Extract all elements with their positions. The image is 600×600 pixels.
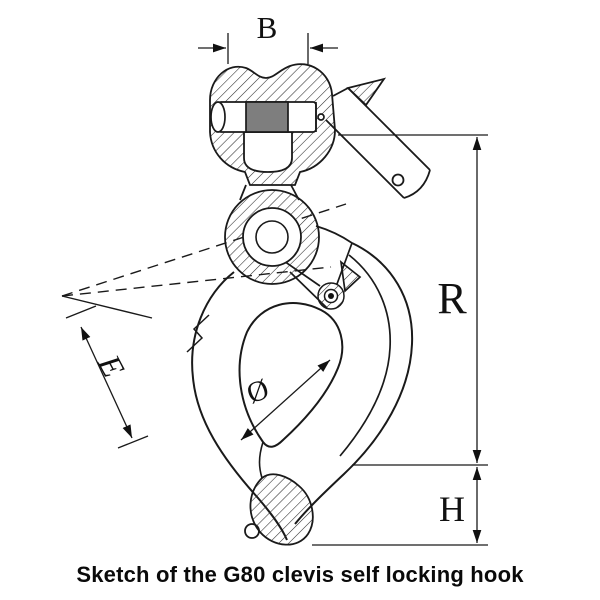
latch-pivot <box>317 282 345 310</box>
dimension-H <box>312 467 488 546</box>
label-E: E <box>91 348 133 383</box>
arm-hole <box>391 173 405 187</box>
label-R: R <box>437 274 467 323</box>
pin-center-section <box>245 101 289 133</box>
hook-tip <box>244 473 314 546</box>
latch-hatched-section <box>339 260 362 293</box>
clevis-arm <box>325 77 431 199</box>
arm-hatched-section <box>346 77 387 107</box>
label-B: B <box>257 10 278 45</box>
dimension-diameter <box>240 359 331 441</box>
dimension-R <box>338 134 488 466</box>
label-H: H <box>439 489 465 529</box>
caption: Sketch of the G80 clevis self locking ho… <box>76 562 524 587</box>
dimension-E <box>65 305 149 449</box>
break-line <box>186 314 210 353</box>
pin-retainer <box>317 113 325 121</box>
clevis-pin <box>210 101 325 133</box>
dimension-B <box>198 33 338 64</box>
boss-hole <box>255 220 289 254</box>
clevis-gap <box>243 131 293 173</box>
pin-head <box>210 101 226 133</box>
load-pin-boss <box>224 189 320 285</box>
tip-hatched-section <box>249 473 314 546</box>
